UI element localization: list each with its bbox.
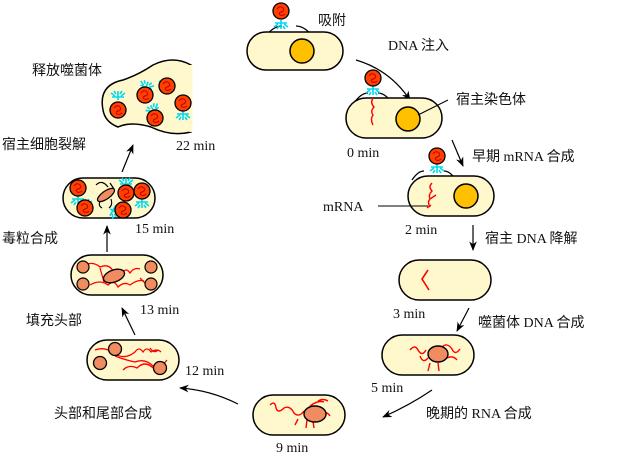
label-head-tail-synthesis: 头部和尾部合成 <box>54 406 152 422</box>
injected-dna-icon <box>370 97 375 126</box>
cell-3min <box>398 259 492 301</box>
degraded-dna-icon <box>421 269 430 291</box>
label-virion-assembly: 毒粒合成 <box>2 231 58 247</box>
label-late-rna: 晚期的 RNA 合成 <box>426 406 532 422</box>
label-dna-injection: DNA 注入 <box>388 38 449 54</box>
phage-dna-icon <box>102 268 126 284</box>
phage-head-icon <box>152 360 168 376</box>
label-phage-dna-synthesis: 噬菌体 DNA 合成 <box>478 315 585 331</box>
arrow-host-lysis <box>121 144 134 173</box>
cell-5min <box>381 334 475 376</box>
cell-2min <box>407 147 495 217</box>
cell-lysed-22min <box>101 59 193 135</box>
phage-dna-icon <box>303 405 327 423</box>
cell-12min <box>86 339 180 381</box>
label-adsorption: 吸附 <box>318 13 346 29</box>
arrow-phage-dna-synthesis <box>456 307 470 332</box>
time-5min: 5 min <box>371 381 403 396</box>
time-3min: 3 min <box>393 307 425 322</box>
arrow-dna-injection <box>355 59 411 101</box>
label-phage-release: 释放噬菌体 <box>32 63 102 79</box>
phage-icon <box>364 69 382 87</box>
phage-icon <box>272 2 290 20</box>
time-2min: 2 min <box>405 223 437 238</box>
time-13min: 13 min <box>140 303 179 318</box>
label-early-mrna: 早期 mRNA 合成 <box>472 149 575 165</box>
phage-head-icon <box>92 355 108 371</box>
phage-icon <box>428 147 446 165</box>
arrow-head-tail-synthesis <box>179 384 239 405</box>
cell-adsorption <box>246 2 344 71</box>
time-15min: 15 min <box>135 222 174 237</box>
callout-line-host-chromosome <box>417 99 449 116</box>
label-head-filling: 填充头部 <box>26 313 82 329</box>
time-12min: 12 min <box>185 364 224 379</box>
host-chromosome-icon <box>395 106 421 132</box>
phage-head-icon <box>107 341 123 357</box>
mrna-icon <box>426 182 437 209</box>
label-host-chromosome: 宿主染色体 <box>456 91 526 108</box>
host-chromosome-icon <box>453 183 479 209</box>
time-0min: 0 min <box>347 146 379 161</box>
time-9min: 9 min <box>276 441 308 456</box>
time-22min: 22 min <box>176 139 215 154</box>
label-host-dna-degradation: 宿主 DNA 降解 <box>485 230 578 247</box>
cell-9min <box>252 394 346 436</box>
cell-15min <box>62 177 156 221</box>
arrow-early-mrna <box>451 139 464 167</box>
label-mrna: mRNA <box>323 200 364 215</box>
cell-13min <box>70 254 164 296</box>
host-chromosome-icon <box>289 38 315 64</box>
cell-0min <box>345 69 443 139</box>
label-host-lysis: 宿主细胞裂解 <box>2 136 86 153</box>
arrow-late-rna <box>382 389 433 418</box>
phage-dna-icon <box>427 345 449 363</box>
arrow-head-filling <box>121 307 136 336</box>
